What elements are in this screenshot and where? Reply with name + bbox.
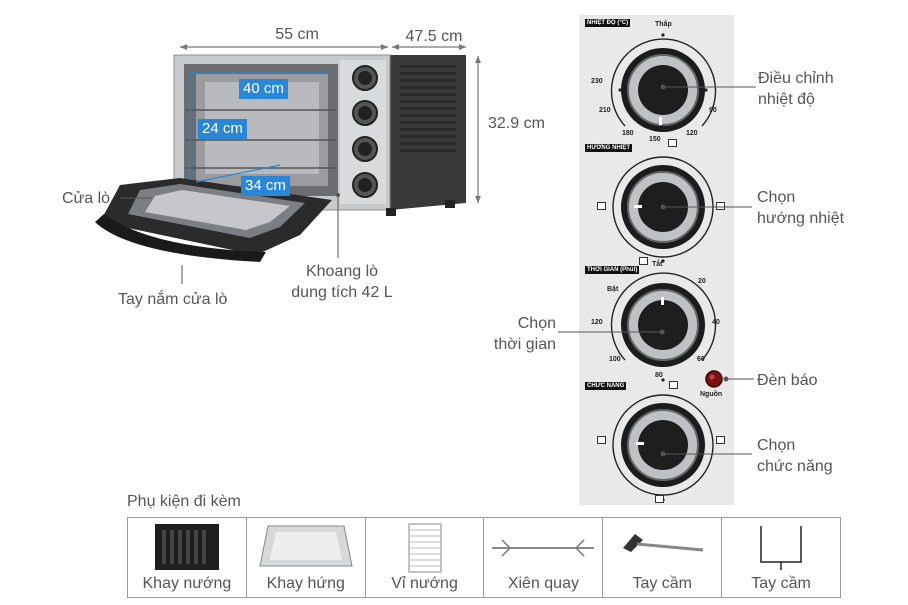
func-panel-title: CHỨC NĂNG	[585, 382, 627, 390]
height-dimension: 32.9 cm	[488, 115, 545, 132]
temp-panel-title: NHIỆT ĐỘ (°C)	[585, 19, 631, 27]
heat-left-icon	[597, 202, 606, 210]
temp-tick-90: 90	[709, 107, 717, 114]
accessories-table: Khay nướng Khay hứng Vỉ nướng Xiên quay …	[127, 517, 841, 598]
func-left-icon	[597, 436, 606, 444]
heat-callout-line2: hướng nhiệt	[757, 210, 845, 227]
temp-callout-line2: nhiệt độ	[758, 91, 815, 108]
func-bottom-icon	[655, 495, 664, 503]
func-callout-line2: chức năng	[757, 458, 833, 475]
accessory-item: Tay cầm	[722, 518, 840, 597]
tray-handle-icon	[623, 534, 704, 552]
accessory-item: Tay cầm	[603, 518, 723, 597]
temp-tick-230: 230	[591, 78, 603, 85]
accessory-name: Xiên quay	[507, 575, 579, 592]
time-tick-120: 120	[591, 319, 603, 326]
func-callout: Chọn chức năng	[757, 435, 833, 477]
temp-callout-line1: Điều chỉnh	[758, 70, 834, 87]
cavity-callout-line1: Khoang lò	[305, 263, 379, 280]
time-callout: Chọn thời gian	[488, 313, 556, 355]
door-callout: Cửa lò	[62, 190, 111, 207]
func-top-icon	[669, 381, 678, 389]
heat-panel-title: HƯỚNG NHIỆT	[585, 144, 633, 152]
accessory-item: Vỉ nướng	[366, 518, 485, 597]
temp-tick-210: 210	[599, 107, 611, 114]
accessory-name: Khay nướng	[142, 575, 232, 592]
inner-depth-tag: 34 cm	[241, 176, 290, 196]
temp-tick-120: 120	[686, 130, 698, 137]
baking-tray-icon	[154, 524, 219, 570]
accessory-name: Tay cầm	[751, 575, 811, 592]
temp-callout: Điều chỉnh nhiệt độ	[758, 68, 834, 110]
temp-tick-low: Thấp	[655, 21, 672, 28]
heat-bottom-icon	[639, 257, 648, 265]
control-panel: NHIỆT ĐỘ (°C) Thấp 230 210 180 150 120 9…	[579, 15, 734, 505]
time-tick-100: 100	[609, 356, 621, 363]
rotisserie-handle-icon	[760, 526, 802, 570]
time-tick-on: Bật	[607, 286, 619, 293]
accessory-item: Khay hứng	[247, 518, 366, 597]
temp-tick-150: 150	[649, 136, 661, 143]
cavity-callout: Khoang lò dung tích 42 L	[272, 261, 412, 303]
time-panel-title: THỜI GIAN (Phút)	[585, 266, 640, 274]
time-tick-20: 20	[698, 278, 706, 285]
control-panel-graphics	[610, 33, 723, 502]
inner-width-tag: 40 cm	[239, 79, 288, 99]
time-callout-line2: thời gian	[493, 336, 556, 353]
handle-callout: Tay nắm cửa lò	[118, 291, 228, 308]
accessory-name: Khay hứng	[266, 575, 345, 592]
width-dimension: 55 cm	[275, 26, 319, 43]
cavity-callout-line2: dung tích 42 L	[291, 284, 393, 301]
temp-tick-180: 180	[622, 130, 634, 137]
heat-callout: Chọn hướng nhiệt	[757, 187, 844, 229]
heat-callout-line1: Chọn	[757, 189, 796, 206]
accessories-title: Phụ kiện đi kèm	[127, 493, 241, 510]
depth-dimension: 47.5 cm	[405, 28, 463, 45]
accessory-name: Vỉ nướng	[391, 575, 458, 592]
inner-height-tag: 24 cm	[198, 119, 247, 139]
power-label: Nguồn	[700, 391, 723, 398]
accessory-name: Tay cầm	[632, 575, 693, 592]
drip-tray-icon	[259, 525, 353, 567]
time-tick-off: Tắt	[652, 261, 663, 268]
func-callout-line1: Chọn	[757, 437, 796, 454]
grill-rack-icon	[407, 523, 442, 573]
heat-right-icon	[716, 202, 725, 210]
accessory-item: Khay nướng	[128, 518, 247, 597]
lamp-callout: Đèn báo	[757, 372, 818, 389]
accessory-item: Xiên quay	[484, 518, 604, 597]
rotisserie-spit-icon	[492, 539, 595, 557]
time-tick-40: 40	[712, 319, 720, 326]
time-callout-line1: Chọn	[517, 315, 556, 332]
time-tick-60: 60	[697, 356, 705, 363]
func-right-icon	[716, 436, 725, 444]
time-tick-80: 80	[655, 372, 663, 379]
temp-mode-icon	[668, 139, 677, 147]
